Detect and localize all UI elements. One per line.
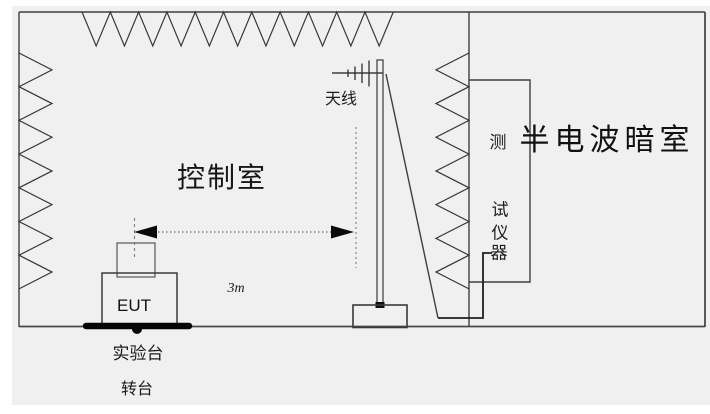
turntable-dot (132, 324, 142, 334)
dimension-arrowhead-left (134, 225, 157, 239)
instrument-box (469, 79, 531, 283)
right-absorber-zigzag (434, 52, 471, 290)
instrument-label-char-3: 仪 (492, 224, 509, 243)
chamber-label: 半电波暗室 (520, 124, 695, 157)
distance-label: 3m (226, 281, 244, 296)
antenna-cable (438, 252, 492, 319)
antenna-support-diagonal (385, 73, 439, 319)
instrument-label-char-4: 器 (491, 244, 508, 263)
eut-top-box (116, 242, 156, 278)
dimension-arrowhead-right (331, 225, 354, 239)
antenna-elements (347, 60, 370, 87)
instrument-label-char-2: 试 (492, 201, 509, 220)
control-room-label: 控制室 (177, 162, 267, 194)
antenna-base-box (352, 304, 408, 329)
turntable-label: 转台 (121, 380, 153, 398)
instrument-label: 测 试 仪 器 (490, 133, 509, 263)
antenna-label: 天线 (325, 90, 357, 108)
left-absorber-zigzag (17, 52, 54, 290)
instrument-label-char-1: 测 (490, 133, 507, 152)
top-absorber-zigzag (81, 10, 394, 48)
bench-label: 实验台 (113, 344, 164, 363)
eut-label: EUT (117, 296, 151, 315)
